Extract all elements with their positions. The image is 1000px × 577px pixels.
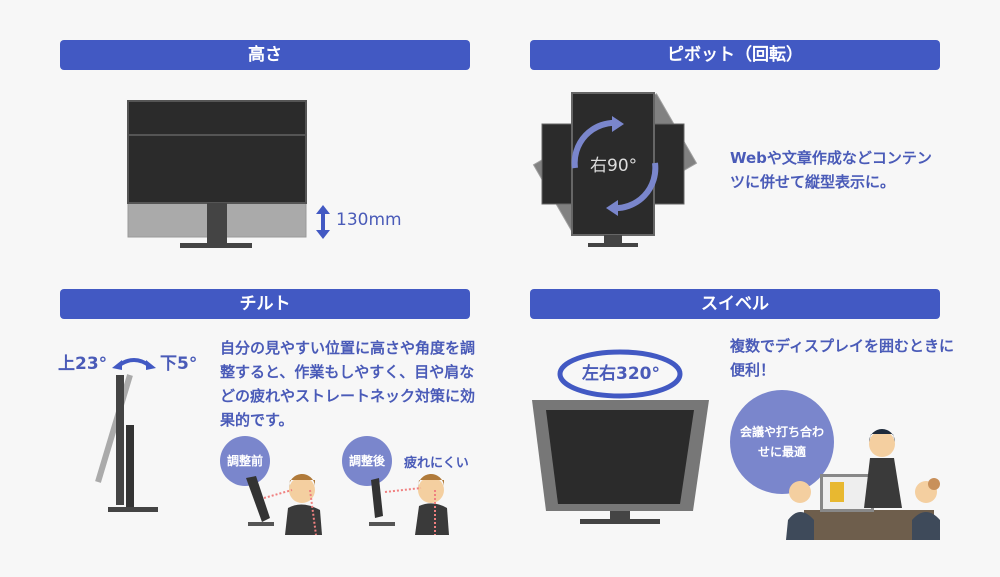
- after-badge: 調整後: [342, 436, 392, 486]
- height-monitor-illustration: [127, 100, 307, 248]
- pivot-monitor-illustration: [532, 92, 698, 247]
- meeting-illustration: [786, 429, 940, 540]
- height-arrow-icon: [316, 205, 330, 239]
- tilt-monitor-illustration: [95, 374, 158, 512]
- swivel-label: 左右320°: [582, 364, 660, 384]
- before-person-illustration: [246, 473, 322, 535]
- pivot-description: Webや文章作成などコンテンツに併せて縦型表示に。: [730, 149, 932, 191]
- tilt-description: 自分の見やすい位置に高さや角度を調整すると、作業もしやすく、目や肩などの疲れやス…: [220, 339, 476, 429]
- before-badge: 調整前: [220, 436, 270, 486]
- swivel-arrow-icon: [557, 349, 683, 399]
- height-header: 高さ: [60, 40, 470, 70]
- after-person-illustration: [369, 473, 449, 535]
- tilt-header: チルト: [60, 289, 470, 319]
- height-value: 130mm: [336, 210, 402, 230]
- swivel-description: 複数でディスプレイを囲むときに便利！: [730, 337, 954, 379]
- swivel-monitor-illustration: [532, 400, 709, 524]
- tilt-arrow-icon: [112, 358, 156, 370]
- pivot-label: 右90°: [590, 156, 638, 176]
- tilt-up-label: 上23°: [58, 354, 108, 374]
- pivot-header: ピボット（回転）: [530, 40, 940, 70]
- meeting-badge: 会議や打ち合わせに最適: [730, 390, 834, 494]
- tilt-down-label: 下5°: [160, 354, 198, 374]
- swivel-header: スイベル: [530, 289, 940, 319]
- after-note: 疲れにくい: [404, 456, 469, 471]
